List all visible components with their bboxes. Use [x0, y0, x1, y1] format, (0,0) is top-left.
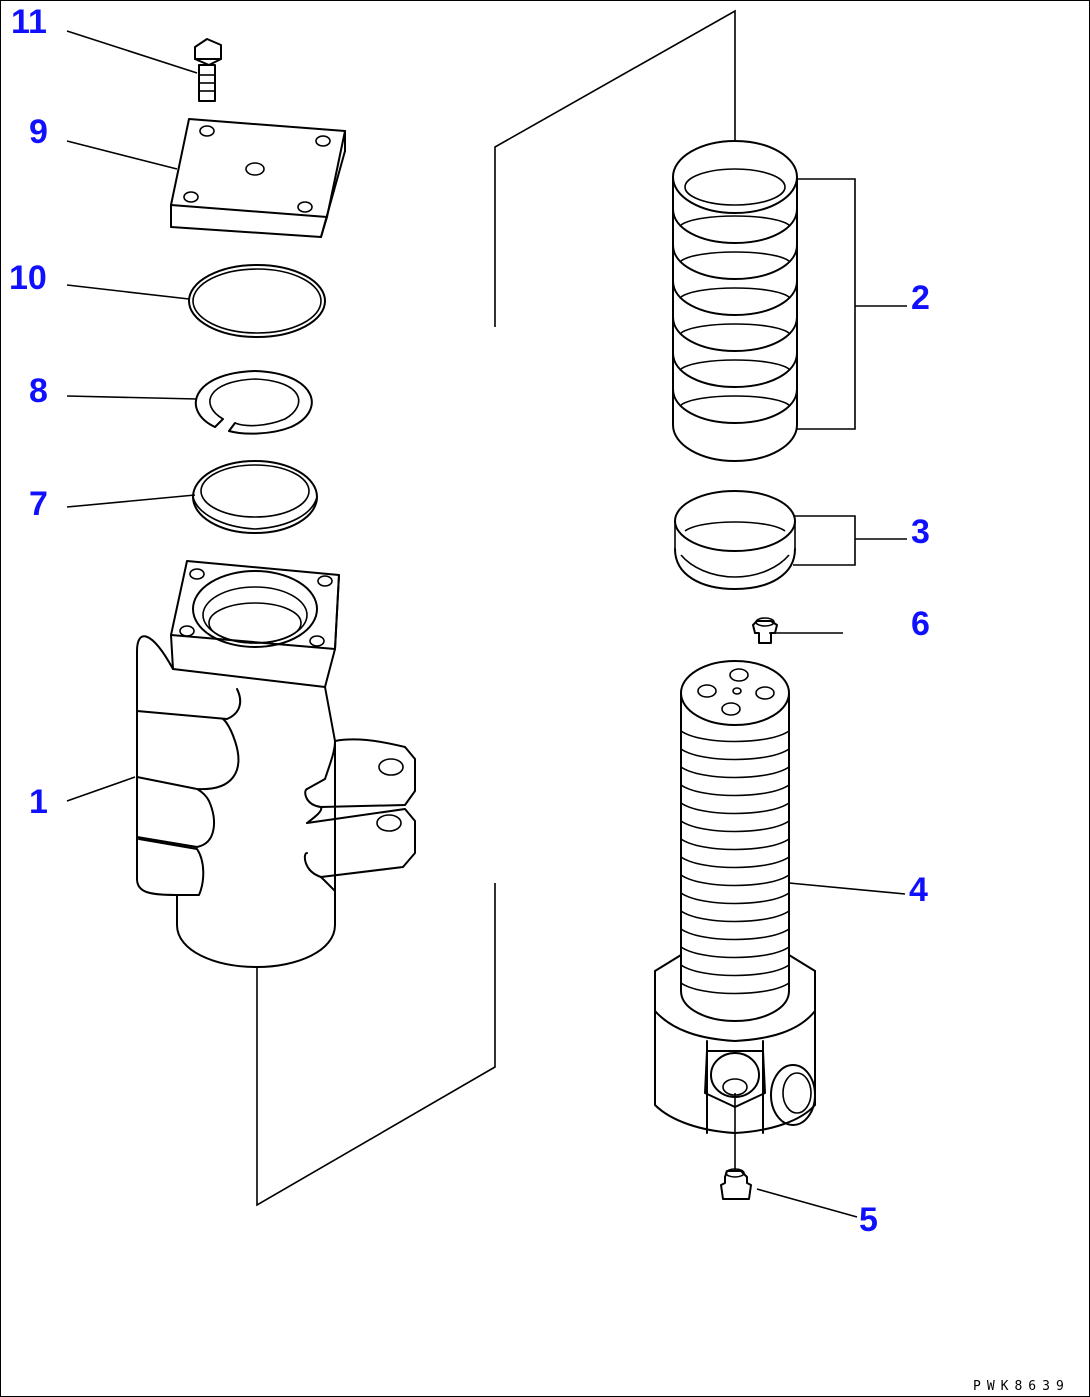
- shaft-grooves: [680, 730, 790, 995]
- callout-8: 8: [29, 372, 48, 410]
- callout-10: 10: [9, 259, 47, 297]
- seal-rings-part-2: [672, 140, 798, 462]
- axis-line-upper: [494, 9, 736, 327]
- callout-5: 5: [859, 1201, 878, 1239]
- assembly-axis-lines: [256, 9, 736, 1207]
- callout-3: 3: [911, 513, 930, 551]
- callout-7: 7: [29, 485, 48, 523]
- bracket-2: [797, 178, 856, 430]
- drawing-code: PWK8639: [973, 1379, 1070, 1394]
- leader-8: [66, 395, 198, 400]
- leader-11: [66, 30, 198, 74]
- callout-2: 2: [911, 279, 930, 317]
- cover-plate-part-9: [170, 118, 346, 238]
- callout-6: 6: [911, 605, 930, 643]
- callout-4: 4: [909, 871, 928, 909]
- callout-1: 1: [29, 783, 48, 821]
- plug-part-6: [752, 617, 778, 644]
- bracket-3: [793, 515, 856, 566]
- plug-part-5: [720, 1168, 752, 1200]
- callout-11: 11: [11, 3, 47, 41]
- leader-7: [66, 494, 196, 508]
- leader-5: [756, 1188, 858, 1218]
- housing-part-1: [136, 560, 416, 968]
- swivel-shaft-part-4: [654, 660, 816, 1134]
- leader-4: [788, 882, 906, 895]
- callout-9: 9: [29, 113, 48, 151]
- ring-part-7: [192, 460, 318, 534]
- snap-ring-part-8: [195, 370, 313, 435]
- o-ring-part-10: [188, 264, 326, 338]
- leader-10: [66, 284, 190, 300]
- leader-1: [66, 776, 136, 802]
- axis-line-lower: [256, 883, 496, 1207]
- leader-9: [66, 140, 178, 170]
- leader-lines: [66, 30, 907, 1218]
- o-rings-part-3: [674, 490, 796, 590]
- bolt-part-11: [194, 38, 222, 102]
